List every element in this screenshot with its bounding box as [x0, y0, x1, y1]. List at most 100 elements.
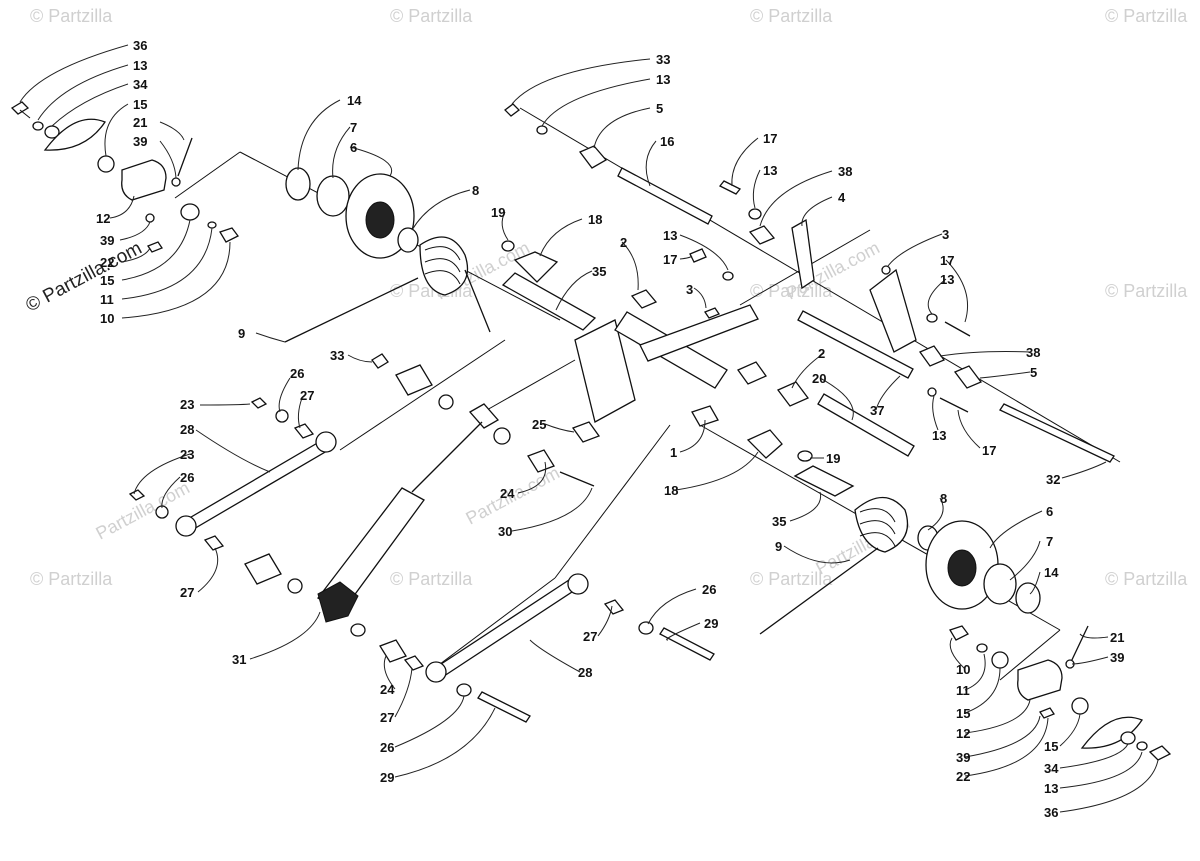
sleeve-l — [244, 553, 282, 585]
bushing-2-b — [776, 381, 810, 407]
callout-8: 8 — [472, 183, 479, 198]
washer-13-br — [1136, 741, 1148, 751]
bolt-21-br — [1069, 625, 1089, 665]
callout-28: 28 — [180, 422, 194, 437]
shaft-16 — [617, 167, 713, 225]
watermark-text: © Partzilla — [1105, 6, 1188, 26]
washer-26-a — [275, 409, 289, 423]
watermark-text: © Partzilla — [390, 6, 473, 26]
bolt-32 — [999, 403, 1115, 463]
callout-14: 14 — [1044, 565, 1059, 580]
callout-11: 11 — [100, 292, 114, 307]
bearing-7-b — [983, 563, 1017, 605]
callout-19: 19 — [826, 451, 840, 466]
callout-12: 12 — [956, 726, 970, 741]
bushing-2-a — [630, 289, 658, 309]
callout-13: 13 — [133, 58, 147, 73]
watermark-text: © Partzilla — [750, 569, 833, 589]
washer-11-br — [976, 643, 988, 653]
shock-upper-eye — [468, 403, 500, 429]
cap-10-br — [949, 625, 969, 641]
leader-lines — [19, 44, 1159, 813]
spacer-24-b — [379, 639, 407, 663]
upper-rear-shaft-assembly — [504, 103, 1115, 463]
bolt-36-br — [1148, 745, 1172, 761]
callout-33: 33 — [330, 348, 344, 363]
callout-27: 27 — [583, 629, 597, 644]
callout-6: 6 — [350, 140, 357, 155]
callout-26: 26 — [702, 582, 716, 597]
callout-27: 27 — [180, 585, 194, 600]
callout-9: 9 — [775, 539, 782, 554]
bushing-15-br — [991, 651, 1009, 669]
callout-20: 20 — [812, 371, 826, 386]
callout-18: 18 — [588, 212, 602, 227]
callout-29: 29 — [704, 616, 718, 631]
nut-33-tr — [504, 103, 520, 117]
spacer-14-t — [285, 167, 311, 201]
callout-26: 26 — [290, 366, 304, 381]
watermark-layer: © Partzilla © Partzilla © Partzilla © Pa… — [22, 6, 1188, 589]
washer-star-b — [287, 578, 303, 594]
bolt-17-c — [944, 321, 971, 337]
snap-ring-8-t — [397, 227, 419, 253]
callout-2: 2 — [620, 235, 627, 250]
callout-9: 9 — [238, 326, 245, 341]
callout-8: 8 — [940, 491, 947, 506]
watermark-text: © Partzilla — [30, 6, 113, 26]
callout-13: 13 — [763, 163, 777, 178]
callout-39: 39 — [1110, 650, 1124, 665]
spacer-38-a — [748, 225, 776, 245]
callout-6: 6 — [1046, 504, 1053, 519]
washer-26-c — [638, 621, 654, 635]
bushing-5-tr — [578, 145, 608, 169]
watermark-side-text: © Partzilla.com — [22, 238, 145, 317]
callout-39: 39 — [100, 233, 114, 248]
callout-17: 17 — [663, 252, 677, 267]
bolt-30 — [559, 471, 595, 487]
bushing-27-d — [403, 655, 425, 671]
bushing-15-br2 — [1071, 697, 1089, 715]
callout-31: 31 — [232, 652, 246, 667]
callout-4: 4 — [838, 190, 846, 205]
callout-35: 35 — [772, 514, 786, 529]
callout-14: 14 — [347, 93, 362, 108]
washer-19-a — [501, 240, 515, 252]
bushing-25 — [571, 421, 601, 443]
callout-26: 26 — [180, 470, 194, 485]
callout-23: 23 — [180, 447, 194, 462]
nut-33-m — [371, 353, 389, 369]
callout-18: 18 — [664, 483, 678, 498]
shaft-35-a — [501, 272, 597, 331]
callout-39: 39 — [956, 750, 970, 765]
callout-15: 15 — [100, 273, 114, 288]
bracket-18-a — [513, 251, 559, 283]
washer-m — [438, 394, 454, 410]
washer-11-tl — [207, 221, 217, 229]
link-rod-28-a — [185, 437, 333, 531]
bushing-5-b — [953, 365, 983, 389]
callout-26: 26 — [380, 740, 394, 755]
torsion-spring-b — [854, 497, 909, 553]
callout-13: 13 — [663, 228, 677, 243]
callout-3: 3 — [942, 227, 949, 242]
callout-labels: 36 13 34 15 21 39 12 39 22 15 11 10 14 7… — [96, 38, 1124, 820]
callout-17: 17 — [763, 131, 777, 146]
callout-12: 12 — [96, 211, 110, 226]
nut-23-a — [250, 397, 268, 409]
callout-15: 15 — [1044, 739, 1058, 754]
bracket-18-b — [746, 429, 783, 459]
callout-22: 22 — [100, 255, 114, 270]
bolt-29-a — [659, 627, 715, 661]
callout-7: 7 — [350, 120, 357, 135]
callout-17: 17 — [982, 443, 996, 458]
axle-clamp-12-br — [1017, 659, 1063, 701]
callout-22: 22 — [956, 769, 970, 784]
sleeve-m — [395, 364, 433, 396]
bushing-27-b — [203, 535, 225, 551]
bracket-4 — [791, 218, 815, 290]
shock-absorber-assembly — [244, 353, 595, 663]
watermark-center-text: Partzilla.com — [92, 478, 192, 544]
callout-11: 11 — [956, 683, 970, 698]
